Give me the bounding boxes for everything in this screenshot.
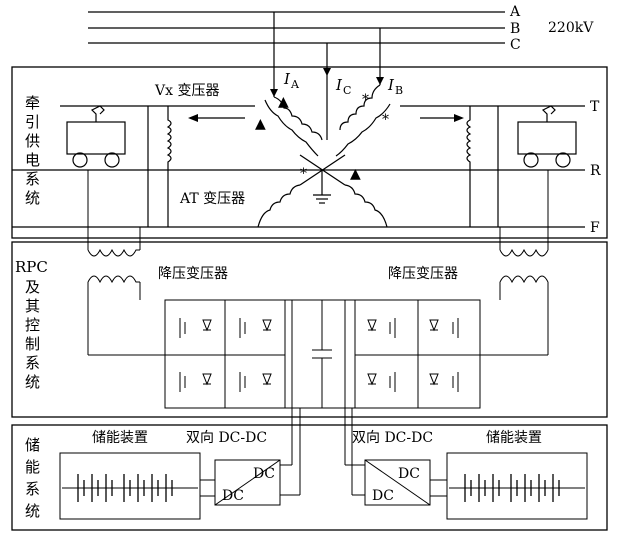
svg-text:▲: ▲: [278, 94, 289, 110]
svg-text:系: 系: [25, 170, 40, 188]
svg-text:统: 统: [25, 373, 40, 391]
svg-text:*: *: [382, 112, 389, 128]
svg-text:供: 供: [25, 132, 40, 150]
svg-text:*: *: [300, 166, 307, 182]
bidirectional-dcdc-right-label: 双向 DC-DC: [352, 430, 433, 446]
svg-text:DC: DC: [222, 488, 244, 504]
rpc-section-box: [11, 241, 608, 418]
svg-text:统: 统: [25, 502, 40, 520]
svg-text:电: 电: [25, 151, 40, 169]
svg-text:牵: 牵: [25, 94, 40, 112]
line-r-label: R: [590, 163, 601, 179]
svg-text:系: 系: [25, 354, 40, 372]
traction-section-box: [11, 66, 608, 239]
battery-bank-right: [430, 452, 588, 520]
converter-left: [164, 299, 286, 409]
svg-text:制: 制: [25, 335, 40, 353]
step-down-transformer-left-label: 降压变压器: [158, 266, 228, 282]
svg-text:及: 及: [25, 278, 40, 296]
battery-bank-left: [59, 452, 215, 520]
svg-text:*: *: [362, 92, 369, 108]
phase-c-label: C: [510, 37, 521, 53]
dcdc-converter-right: DC DC: [345, 459, 431, 506]
svg-text:▲: ▲: [350, 166, 361, 182]
current-ic: I C: [335, 76, 351, 97]
line-t-label: T: [590, 99, 600, 115]
phase-a-label: A: [509, 4, 521, 20]
svg-text:DC: DC: [372, 488, 394, 504]
svg-text:储: 储: [25, 436, 40, 454]
svg-text:控: 控: [25, 316, 40, 334]
current-ib: I B: [387, 76, 403, 97]
at-transformer-right: [466, 106, 499, 227]
svg-text:B: B: [395, 84, 403, 97]
storage-section-title: 储 能 系 统: [25, 436, 40, 520]
svg-text:引: 引: [25, 113, 40, 131]
rpc-section-title: RPC 及 其 控 制 系 统: [15, 258, 48, 391]
step-down-transformer-left: [87, 170, 165, 356]
storage-left-label: 储能装置: [92, 430, 148, 446]
svg-text:C: C: [343, 84, 351, 97]
bidirectional-dcdc-left-label: 双向 DC-DC: [186, 430, 267, 446]
three-phase-bus: A B C 220kV: [88, 4, 594, 97]
train-right: [517, 105, 577, 168]
svg-text:能: 能: [25, 458, 40, 476]
converter-right: [354, 299, 481, 409]
train-left: [66, 105, 126, 168]
at-transformer-left: [147, 106, 172, 227]
svg-text:DC: DC: [398, 466, 420, 482]
svg-text:▲: ▲: [255, 116, 266, 132]
current-ia: I A: [283, 70, 300, 91]
svg-text:I: I: [335, 76, 343, 94]
svg-text:DC: DC: [253, 466, 275, 482]
dc-link-capacitor: [285, 299, 355, 495]
vx-transformer-label: Vx 变压器: [154, 83, 219, 99]
phase-b-label: B: [510, 21, 520, 37]
svg-text:统: 统: [25, 189, 40, 207]
line-f-label: F: [590, 220, 600, 236]
svg-text:I: I: [387, 76, 395, 94]
traction-section-title: 牵 引 供 电 系 统: [25, 94, 40, 207]
svg-text:RPC: RPC: [15, 258, 48, 276]
catenary-lines: T R F: [12, 99, 601, 236]
svg-text:其: 其: [25, 297, 40, 315]
at-transformer-label: AT 变压器: [179, 191, 245, 207]
svg-text:系: 系: [25, 480, 40, 498]
storage-right-label: 储能装置: [486, 430, 542, 446]
step-down-transformer-right-label: 降压变压器: [388, 266, 458, 282]
power-flow-arrows: [188, 114, 464, 122]
step-down-transformer-right: [480, 170, 549, 356]
svg-text:A: A: [290, 78, 300, 91]
storage-section-box: [11, 424, 608, 531]
vx-transformer: ▲ ▲ * * * ▲: [255, 76, 391, 228]
voltage-label: 220kV: [548, 20, 594, 36]
svg-text:I: I: [283, 70, 291, 88]
dcdc-converter-left: DC DC: [214, 459, 300, 506]
